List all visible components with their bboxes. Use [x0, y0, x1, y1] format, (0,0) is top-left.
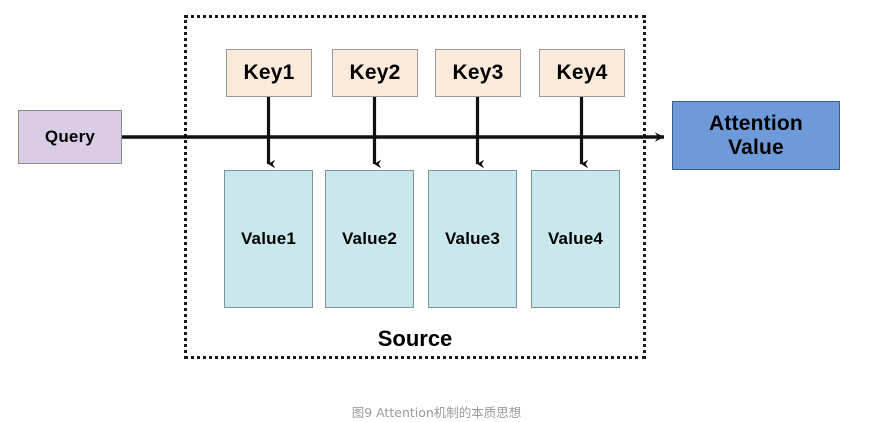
value-label: Value3 [444, 228, 501, 248]
key-box-4[interactable]: Key4 [539, 49, 625, 97]
value-box-3[interactable]: Value3 [428, 170, 517, 308]
value-box-1[interactable]: Value1 [224, 170, 313, 308]
attention-label-line1: Attention [709, 112, 803, 136]
key-box-2[interactable]: Key2 [332, 49, 418, 97]
key-box-3[interactable]: Key3 [435, 49, 521, 97]
attention-label-line2: Value [728, 135, 784, 159]
query-box[interactable]: Query [18, 110, 122, 164]
attention-value-box[interactable]: Attention Value [672, 101, 840, 170]
value-label: Value1 [240, 228, 297, 248]
value-label: Value4 [547, 228, 604, 248]
key-label: Key2 [349, 61, 401, 85]
key-label: Key4 [556, 61, 608, 85]
source-label: Source [377, 326, 453, 351]
value-box-2[interactable]: Value2 [325, 170, 414, 308]
value-box-4[interactable]: Value4 [531, 170, 620, 308]
key-box-1[interactable]: Key1 [226, 49, 312, 97]
key-label: Key1 [243, 61, 295, 85]
query-label: Query [44, 126, 96, 146]
value-label: Value2 [341, 228, 398, 248]
figure-caption: 图9 Attention机制的本质思想 [351, 405, 522, 420]
source-region [184, 15, 646, 359]
key-label: Key3 [452, 61, 504, 85]
